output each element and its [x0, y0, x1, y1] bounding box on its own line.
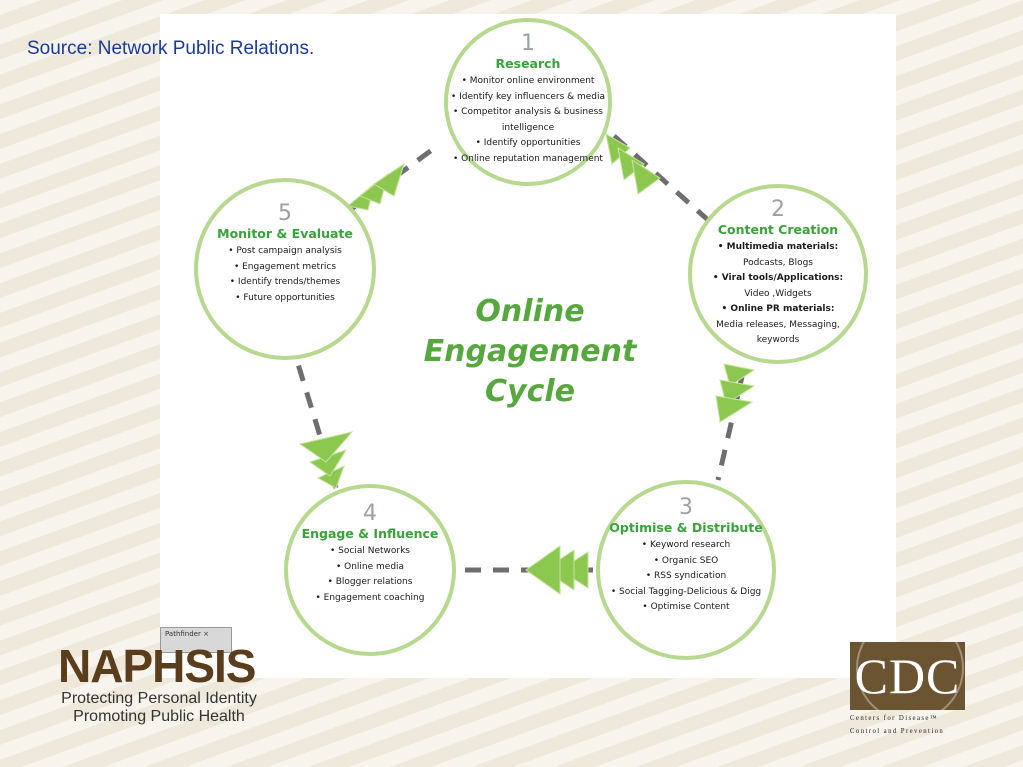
cdc-logo: CDC Centers for Disease™ Control and Pre…: [850, 642, 970, 736]
step-number: 2: [771, 197, 785, 222]
step-title: Monitor & Evaluate: [217, 226, 353, 241]
step-bullet: • Online PR materials:: [721, 304, 835, 314]
step-bullet: • Monitor online environment: [461, 76, 595, 86]
source-caption: Source: Network Public Relations.: [27, 38, 315, 59]
step-bullet: intelligence: [501, 122, 555, 133]
arrow-1-2: [605, 133, 661, 195]
step-bullet: • Blogger relations: [327, 577, 413, 587]
step-bullet: keywords: [756, 335, 800, 345]
step-bullet: Media releases, Messaging,: [716, 319, 840, 330]
cdc-emblem: CDC: [850, 642, 965, 710]
center-title-line: Cycle: [485, 374, 575, 409]
step-number: 1: [521, 31, 535, 56]
step-title: Engage & Influence: [301, 526, 439, 541]
naphsis-wordmark: NAPHSIS: [58, 640, 256, 692]
step-bullet: • Identify trends/themes: [229, 277, 341, 287]
step-bullet: • Online media: [335, 561, 405, 572]
arrow-2-3: [715, 363, 756, 423]
arrow-3-4: [525, 545, 589, 595]
step-bullet: • Online reputation management: [453, 153, 603, 164]
step-content-creation: 2 Content Creation • Multimedia material…: [688, 184, 868, 364]
connector-5-1: [348, 141, 442, 213]
step-bullet: • Future opportunities: [235, 292, 335, 303]
naphsis-tagline: Protecting Personal Identity: [61, 690, 257, 707]
cdc-name-line: Control and Prevention: [850, 728, 945, 735]
step-engage-influence: 4 Engage & Influence • Social Networks • …: [284, 484, 456, 656]
connector-2-3: [715, 367, 747, 481]
naphsis-logo: NAPHSIS Protecting Personal Identity Pro…: [58, 642, 278, 726]
naphsis-tagline: Promoting Public Health: [73, 708, 245, 725]
arrow-5-1: [346, 162, 405, 211]
step-bullet: Video ,Widgets: [744, 288, 812, 299]
step-bullet: • Engagement coaching: [315, 592, 425, 603]
cycle-connectors: [295, 133, 756, 595]
step-bullet: • Competitor analysis & business: [452, 107, 603, 117]
cdc-name-line: Centers for Disease™: [850, 715, 938, 722]
step-bullet: • Social Tagging-Delicious & Digg: [610, 586, 762, 597]
step-research: 1 Research • Monitor online environment •…: [444, 18, 612, 186]
step-bullet: • Keyword research: [641, 540, 731, 550]
step-number: 5: [278, 201, 292, 226]
step-bullet: • Engagement metrics: [233, 261, 337, 272]
step-title: Content Creation: [717, 222, 839, 237]
step-title: Optimise & Distribute: [609, 520, 763, 535]
step-number: 3: [679, 495, 693, 520]
step-bullet: • Post campaign analysis: [228, 246, 342, 256]
step-bullet: • Identify opportunities: [475, 138, 581, 148]
connector-1-2: [612, 134, 710, 222]
step-title: Research: [495, 56, 561, 71]
step-optimise-distribute: 3 Optimise & Distribute • Keyword resear…: [596, 480, 776, 660]
step-bullet: • Optimise Content: [642, 602, 730, 612]
center-title: Online Engagement Cycle: [422, 292, 638, 412]
step-bullet: • Organic SEO: [653, 555, 719, 566]
center-title-line: Online: [475, 294, 585, 329]
step-bullet: • RSS syndication: [645, 571, 727, 581]
engagement-cycle-diagram: 1 Research • Monitor online environment •…: [160, 14, 896, 678]
center-title-line: Engagement: [423, 334, 637, 369]
step-number: 4: [363, 501, 377, 526]
arrow-4-5: [298, 431, 354, 489]
cdc-letters: CDC: [854, 648, 961, 704]
step-bullet: • Social Networks: [330, 546, 410, 556]
step-bullet: • Multimedia materials:: [717, 242, 839, 252]
step-bullet: • Viral tools/Applications:: [712, 273, 844, 283]
step-monitor-evaluate: 5 Monitor & Evaluate • Post campaign ana…: [194, 178, 376, 360]
pathfinder-panel-tab: Pathfinder ×: [160, 627, 232, 653]
step-bullet: Podcasts, Blogs: [742, 257, 813, 268]
step-bullet: • Identify key influencers & media: [450, 91, 606, 102]
connector-4-5: [295, 363, 339, 489]
